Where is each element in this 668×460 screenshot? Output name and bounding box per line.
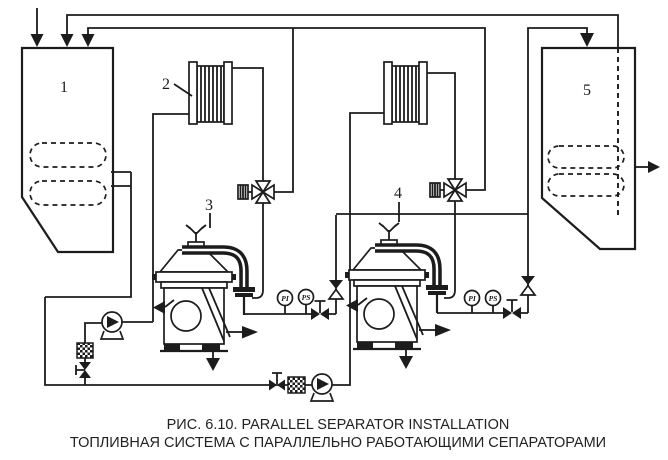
tank1-label: 1: [60, 79, 68, 96]
heater2-label: 2: [162, 76, 170, 93]
bottom-line-valve: [269, 372, 285, 391]
pressure-gauge-icon: PS: [302, 293, 311, 302]
three-way-valve-icon: [237, 180, 275, 204]
heater2-inlet-line: [152, 113, 189, 322]
top-transfer-line: [66, 14, 619, 47]
gauge-stems: [284, 305, 494, 314]
suction-bottom-line: [44, 112, 384, 386]
separator3-gauges: PI PS: [276, 288, 315, 307]
globe-valve-icon: [502, 299, 522, 320]
piping-network: [30, 8, 660, 386]
tank-heating-coil-icon: [547, 173, 625, 197]
tank5-label: 5: [583, 82, 591, 99]
separator3-label: 3: [205, 197, 213, 214]
pressure-gauge-icon: PI: [281, 294, 290, 303]
check-valve-icon: [520, 275, 536, 296]
separator4-gauges: PI PS: [463, 289, 502, 307]
heater4-outlet-line: [427, 72, 456, 179]
tank-heating-coil-icon: [29, 142, 107, 168]
service-tank-5: 5: [540, 46, 637, 251]
tank-heating-coil-icon: [29, 180, 107, 206]
separator3-feed-line: [252, 203, 264, 299]
right-arrow-icon: [648, 161, 660, 173]
separator4-label: 4: [394, 185, 402, 202]
pressure-gauge-icon: PS: [489, 294, 498, 303]
heater-2: 2: [162, 61, 233, 125]
globe-valve-icon: [310, 300, 330, 321]
heater-4: [383, 61, 428, 125]
label-leader: [173, 83, 193, 97]
pump-icon: [310, 373, 334, 402]
caption-line-1: РИС. 6.10. PARALLEL SEPARATOR INSTALLATI…: [167, 417, 510, 433]
separator-3: [152, 225, 258, 371]
suction-valve: [75, 362, 91, 378]
caption-line-2: ТОПЛИВНАЯ СИСТЕМА С ПАРАЛЛЕЛЬНО РАБОТАЮЩ…: [70, 435, 606, 451]
filter-icon: [287, 376, 306, 394]
tank1-outlet-line: [45, 171, 132, 298]
recirculation-header: [87, 27, 486, 191]
separator4-feed-line: [444, 201, 456, 299]
caption: РИС. 6.10. PARALLEL SEPARATOR INSTALLATI…: [70, 417, 606, 451]
heater2-outlet-line: [232, 67, 264, 181]
down-arrow-icon: [30, 34, 44, 47]
settling-tank-1: 1: [20, 46, 115, 254]
separator-4: [345, 223, 451, 369]
pressure-gauge-icon: PI: [468, 294, 477, 303]
check-valve-icon: [328, 279, 344, 300]
tank-heating-coil-icon: [547, 145, 625, 169]
down-arrow-icon: [580, 33, 594, 47]
down-arrow-icon: [60, 34, 74, 47]
filter-icon: [76, 342, 94, 359]
down-arrow-icon: [81, 34, 95, 47]
valve1-recirc-branch: [274, 28, 294, 193]
three-way-valve-icon: [429, 178, 467, 202]
pump-icon: [100, 311, 124, 340]
separator4-riser: [527, 27, 588, 313]
